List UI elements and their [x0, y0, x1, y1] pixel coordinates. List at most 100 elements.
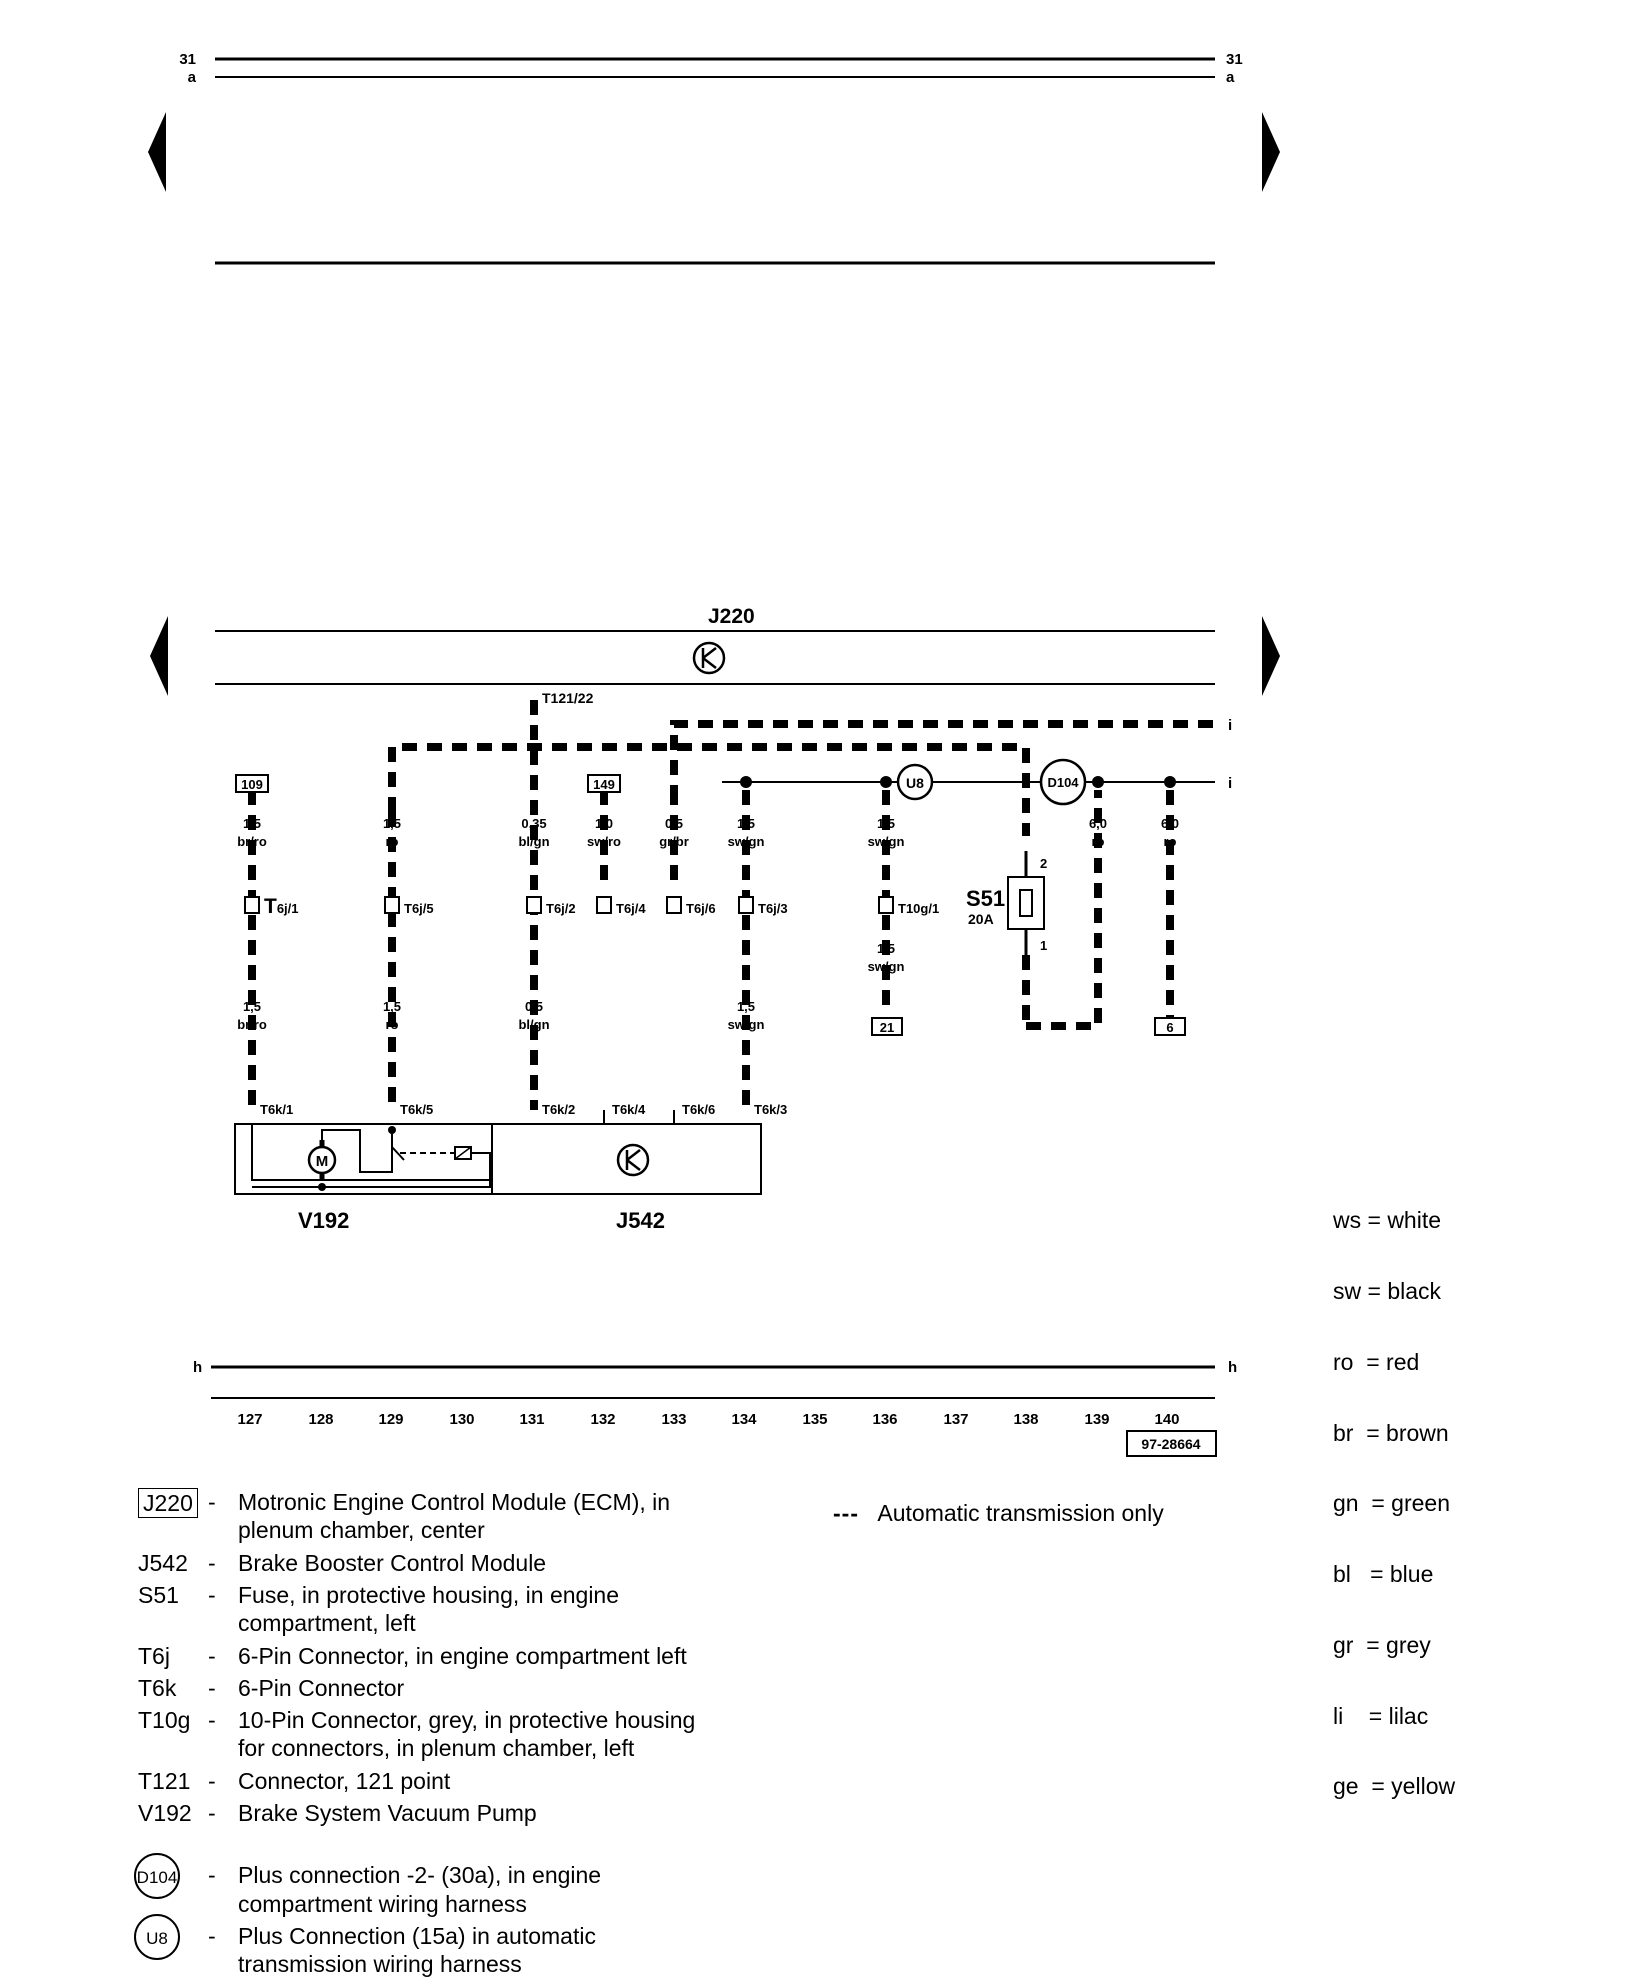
svg-text:0,35: 0,35: [521, 816, 546, 831]
svg-text:1,5: 1,5: [383, 999, 401, 1014]
svg-text:134: 134: [731, 1411, 757, 1428]
svg-text:6,0: 6,0: [1089, 816, 1107, 831]
ref-box-6: 6: [1154, 1017, 1186, 1036]
v192-j542-housing: M V192 J542: [234, 1123, 762, 1233]
svg-text:137: 137: [943, 1411, 968, 1428]
svg-text:T6k/2: T6k/2: [542, 1102, 575, 1117]
svg-text:1,5: 1,5: [383, 816, 401, 831]
svg-text:bl/gn: bl/gn: [518, 1017, 549, 1032]
next-page-arrow-icon-lower[interactable]: [1262, 616, 1280, 696]
t6j-connectors: T6j/1 T6j/5 T6j/2 T6j/4 T6j/6 T6j/3 T10g…: [244, 895, 939, 918]
rail-h: h h: [193, 1359, 1237, 1376]
ref-box-109: 109: [235, 774, 269, 793]
rail-a: a a: [188, 69, 1235, 86]
ref-box-21: 21: [871, 1017, 903, 1036]
diagram-id-box: 97-28664: [1126, 1430, 1217, 1457]
svg-text:127: 127: [237, 1411, 262, 1428]
svg-text:T6j/6: T6j/6: [686, 901, 716, 916]
svg-text:i: i: [1228, 775, 1232, 792]
svg-text:2: 2: [1040, 856, 1047, 871]
svg-text:139: 139: [1084, 1411, 1109, 1428]
svg-text:T6j/2: T6j/2: [546, 901, 576, 916]
svg-text:140: 140: [1154, 1411, 1179, 1428]
svg-text:U8: U8: [906, 775, 924, 791]
svg-text:sw/gn: sw/gn: [868, 834, 905, 849]
svg-text:1,5: 1,5: [877, 941, 895, 956]
svg-text:31: 31: [179, 51, 196, 68]
svg-text:sw/gn: sw/gn: [868, 959, 905, 974]
svg-text:a: a: [188, 69, 197, 86]
svg-text:0,5: 0,5: [525, 999, 543, 1014]
transistor-icon: [692, 641, 726, 675]
rail-31: 31 31: [179, 51, 1242, 68]
svg-text:1,5: 1,5: [877, 816, 895, 831]
next-page-arrow-icon[interactable]: [1262, 112, 1280, 192]
svg-text:1,5: 1,5: [737, 999, 755, 1014]
svg-text:136: 136: [872, 1411, 897, 1428]
lower-wire-labels: 1,5 sw/gn 1,5 br/ro 1,5 ro 0,5 bl/gn 1,5…: [237, 941, 904, 1032]
svg-text:133: 133: [661, 1411, 686, 1428]
svg-text:1: 1: [1040, 938, 1047, 953]
svg-text:i: i: [1228, 717, 1232, 734]
svg-text:T10g/1: T10g/1: [898, 901, 939, 916]
previous-page-arrow-icon-lower[interactable]: [150, 616, 168, 696]
ref-box-149: 149: [587, 774, 621, 793]
svg-text:T6j/5: T6j/5: [404, 901, 434, 916]
svg-text:M: M: [316, 1153, 329, 1170]
svg-text:br/ro: br/ro: [237, 834, 267, 849]
svg-text:T6j/1: T6j/1: [264, 895, 299, 918]
svg-text:T6k/6: T6k/6: [682, 1102, 715, 1117]
svg-text:6,0: 6,0: [1161, 816, 1179, 831]
svg-text:T6k/1: T6k/1: [260, 1102, 293, 1117]
svg-text:1,0: 1,0: [595, 816, 613, 831]
solid-rail: i: [722, 775, 1232, 792]
svg-text:109: 109: [241, 777, 263, 792]
svg-text:128: 128: [308, 1411, 333, 1428]
svg-text:132: 132: [590, 1411, 615, 1428]
svg-text:31: 31: [1226, 51, 1243, 68]
svg-text:J542: J542: [616, 1208, 665, 1233]
svg-text:21: 21: [880, 1020, 894, 1035]
fuse-s51: S51 20A 2 1: [966, 851, 1047, 955]
svg-text:br/ro: br/ro: [237, 1017, 267, 1032]
svg-text:bl/gn: bl/gn: [518, 834, 549, 849]
component-legend: J220-Motronic Engine Control Module (ECM…: [134, 1488, 778, 1978]
svg-text:T6j/4: T6j/4: [616, 901, 646, 916]
svg-text:sw/ro: sw/ro: [587, 834, 621, 849]
color-key: ws = white sw = black ro = red br = brow…: [1333, 1207, 1456, 1800]
ecm-j220: J220 T121/22: [215, 605, 1215, 706]
svg-text:0,5: 0,5: [665, 816, 683, 831]
svg-text:6: 6: [1166, 1020, 1173, 1035]
previous-page-arrow-icon[interactable]: [148, 112, 166, 192]
svg-text:T121/22: T121/22: [542, 690, 594, 706]
svg-text:T6k/5: T6k/5: [400, 1102, 433, 1117]
svg-text:135: 135: [802, 1411, 827, 1428]
svg-text:S51: S51: [966, 886, 1005, 911]
svg-text:sw/gn: sw/gn: [728, 1017, 765, 1032]
svg-text:J220: J220: [708, 605, 755, 628]
svg-text:D104: D104: [1047, 775, 1079, 790]
svg-text:gr/br: gr/br: [659, 834, 689, 849]
svg-text:a: a: [1226, 69, 1235, 86]
u8-connector: U8: [896, 763, 934, 801]
svg-text:149: 149: [593, 777, 615, 792]
upper-wire-labels: 1,5 br/ro 1,5 ro 0,35 bl/gn 1,0 sw/ro 0,…: [237, 816, 1179, 849]
svg-text:ro: ro: [386, 834, 399, 849]
svg-text:1,5: 1,5: [243, 816, 261, 831]
svg-text:1,5: 1,5: [243, 999, 261, 1014]
svg-text:ro: ro: [1164, 834, 1177, 849]
svg-text:131: 131: [519, 1411, 544, 1428]
svg-text:h: h: [1228, 1359, 1237, 1376]
transistor-icon: [616, 1143, 650, 1177]
svg-text:sw/gn: sw/gn: [728, 834, 765, 849]
svg-text:97-28664: 97-28664: [1141, 1436, 1200, 1452]
t6k-pins: T6k/1 T6k/5 T6k/2 T6k/4 T6k/6 T6k/3: [260, 1102, 787, 1124]
dash-legend: --- Automatic transmission only: [833, 1500, 1164, 1526]
column-numbers: 127 128 129 130 131 132 133 134 135 136 …: [237, 1411, 1179, 1428]
svg-text:T6k/4: T6k/4: [612, 1102, 646, 1117]
svg-text:T6j/3: T6j/3: [758, 901, 788, 916]
svg-text:138: 138: [1013, 1411, 1038, 1428]
d104-connector: D104: [1039, 758, 1087, 806]
